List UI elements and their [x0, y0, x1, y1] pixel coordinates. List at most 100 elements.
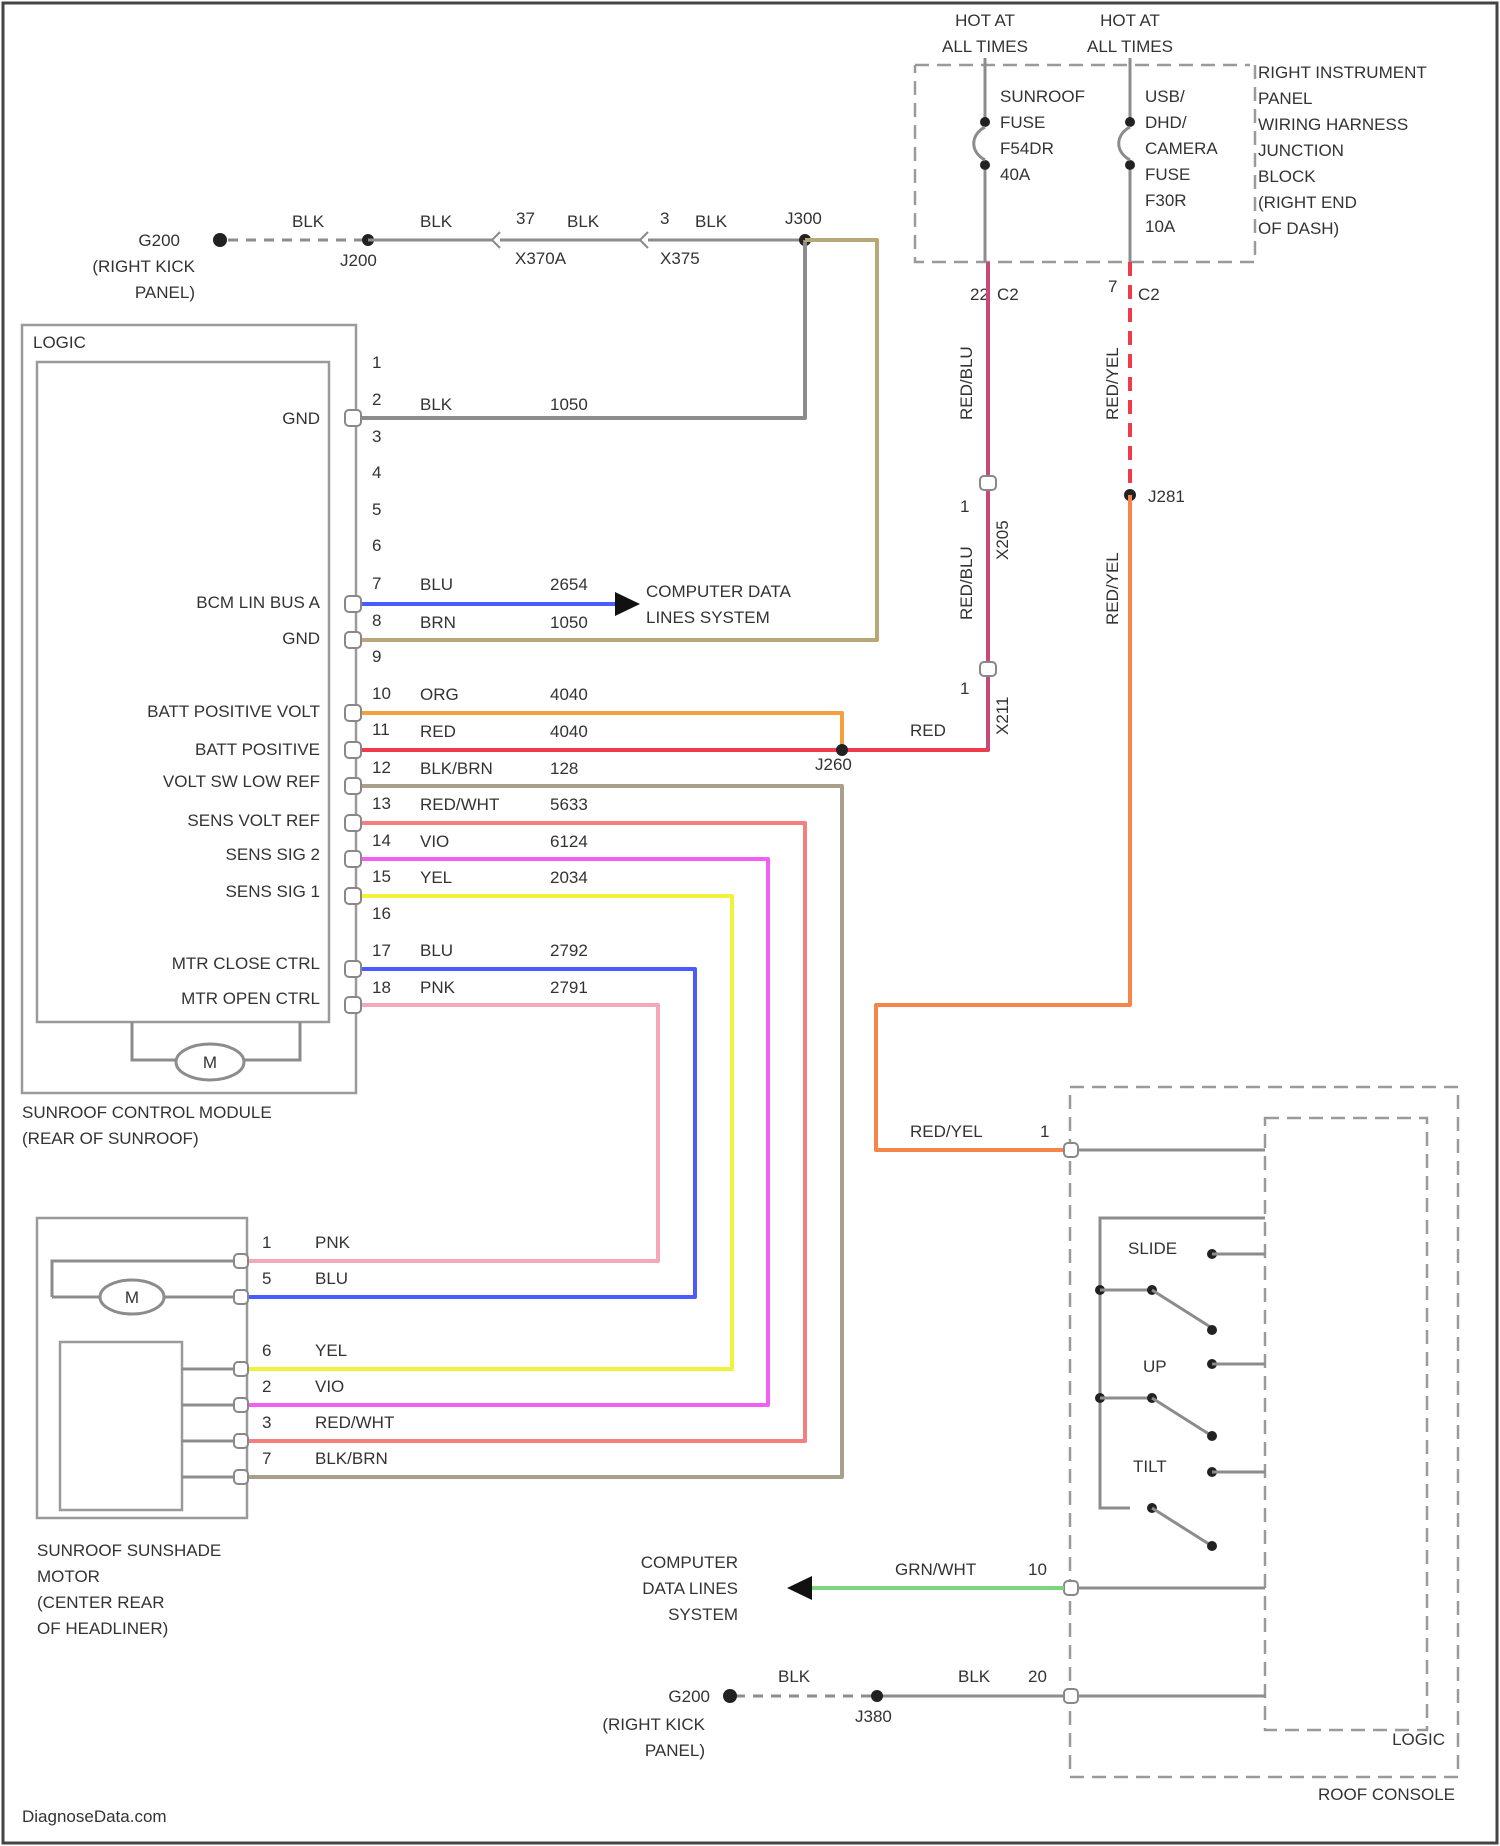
connector-x375-label: X375: [660, 249, 700, 268]
signal-mtr-open: MTR OPEN CTRL: [181, 989, 320, 1008]
splice-j281-label: J281: [1148, 487, 1185, 506]
pin-number: 10: [372, 684, 391, 703]
pin-number: 5: [372, 500, 381, 519]
signal-low-ref: VOLT SW LOW REF: [163, 772, 320, 791]
wire-pin18-pnk: [240, 1005, 658, 1261]
wire-color-blk: BLK: [292, 212, 325, 231]
pin-connector: [345, 815, 361, 831]
wire-pin14-vio: [240, 859, 768, 1405]
connector-x205: [980, 476, 996, 490]
fuse-block-outline: [915, 65, 1255, 262]
pin-number: 15: [372, 867, 391, 886]
wire-color-blk-4: BLK: [695, 212, 728, 231]
pin-connector: [345, 705, 361, 721]
roof-console-label: ROOF CONSOLE: [1318, 1785, 1455, 1804]
switch-tilt-blade: [1152, 1508, 1212, 1546]
fuse-1-top: [980, 117, 990, 127]
junction-block-label-6: (RIGHT END: [1258, 193, 1357, 212]
module-logic-box: [37, 362, 329, 1022]
wire-label-color: BLU: [420, 575, 453, 594]
sunshade-motor-symbol: M: [125, 1288, 139, 1307]
pin-number: 6: [372, 536, 381, 555]
sunroof-control-module: LOGIC M SUNROOF CONTROL MODULE (REAR OF …: [22, 325, 391, 1148]
pin-connector: [234, 1254, 248, 1268]
splice-j380: [871, 1690, 883, 1702]
pin-number: 2: [262, 1377, 271, 1396]
fuse-pin-connector: C2: [997, 285, 1019, 304]
arrow-cdl-icon: [615, 592, 640, 616]
wire-pin2-blk: [362, 240, 805, 418]
wire-label-color: RED/WHT: [315, 1413, 394, 1432]
pin-connector: [1064, 1143, 1078, 1157]
wire-label-redblu: RED/BLU: [957, 346, 976, 420]
wire-label-circuit: 128: [550, 759, 578, 778]
pin-number: 1: [262, 1233, 271, 1252]
fuse-block: HOT AT ALL TIMES HOT AT ALL TIMES SUNROO…: [915, 11, 1427, 304]
cdl-label-3: COMPUTER: [641, 1553, 738, 1572]
wire-label-color: BLK/BRN: [315, 1449, 388, 1468]
pin-number: 6: [262, 1341, 271, 1360]
splice-j260-label: J260: [815, 755, 852, 774]
hot-at-all-times-2: HOT AT: [1100, 11, 1160, 30]
signal-sens-ref: SENS VOLT REF: [187, 811, 320, 830]
wire-color-blk-2: BLK: [420, 212, 453, 231]
wire-label-color: BLU: [420, 941, 453, 960]
connector-x211-label: X211: [993, 697, 1012, 735]
fuse-sunroof-label: SUNROOF: [1000, 87, 1085, 106]
pin-connector: [345, 997, 361, 1013]
hot-at-all-times-2b: ALL TIMES: [1087, 37, 1173, 56]
wire-label-color: BRN: [420, 613, 456, 632]
pin-connector: [345, 596, 361, 612]
wire-label-circuit: 2792: [550, 941, 588, 960]
pin-10-label: 10: [1028, 1560, 1047, 1579]
pin-connector: [234, 1290, 248, 1304]
module-connectors: [345, 410, 361, 1013]
pin-number: 4: [372, 463, 381, 482]
pin-37-label: 37: [516, 209, 535, 228]
fuse-usb-label-3: CAMERA: [1145, 139, 1218, 158]
pin-1-label: 1: [960, 497, 969, 516]
wire-label-color: RED: [420, 722, 456, 741]
ground-kick-label-2: PANEL): [135, 283, 195, 302]
pin-number: 1: [372, 353, 381, 372]
wire-label-circuit: 1050: [550, 395, 588, 414]
connector-x370a-label: X370A: [515, 249, 567, 268]
fuse-usb-label-6: 10A: [1145, 217, 1176, 236]
pin-number: 17: [372, 941, 391, 960]
pin-1-label-3: 1: [1040, 1122, 1049, 1141]
pin-connector: [234, 1398, 248, 1412]
pin-connector: [345, 851, 361, 867]
junction-block-label-2: PANEL: [1258, 89, 1313, 108]
ground-kick-label-4: PANEL): [645, 1741, 705, 1760]
ground-top: G200 (RIGHT KICK PANEL) BLK BLK BLK BLK …: [92, 209, 822, 302]
fuse-sunroof-label-2: FUSE: [1000, 113, 1045, 132]
wire-label-circuit: 6124: [550, 832, 588, 851]
sunshade-label-3: (CENTER REAR: [37, 1593, 165, 1612]
fuse-pin-connector-2: C2: [1138, 285, 1160, 304]
fuse-usb-label-5: F30R: [1145, 191, 1187, 210]
junction-block-label-7: OF DASH): [1258, 219, 1339, 238]
wire-label-circuit: 2034: [550, 868, 588, 887]
fuse-sunroof-label-3: F54DR: [1000, 139, 1054, 158]
module-pin-numbers: 1 2 3 4 5 6 7 8 9 10 11 12 13 14 15 16 1…: [372, 353, 391, 997]
pin-number: 18: [372, 978, 391, 997]
fuse-1-icon: [974, 127, 985, 160]
wire-label-color: PNK: [420, 978, 456, 997]
wire-label-blk-2: BLK: [958, 1667, 991, 1686]
fuse-usb-label-4: FUSE: [1145, 165, 1190, 184]
wire-label-color: YEL: [420, 868, 452, 887]
ground-g200-label-2: G200: [668, 1687, 710, 1706]
wire-label-color: ORG: [420, 685, 459, 704]
module-signal-labels: GND BCM LIN BUS A GND BATT POSITIVE VOLT…: [147, 409, 321, 1008]
ground-kick-label-3: (RIGHT KICK: [602, 1715, 705, 1734]
splice-j200-label: J200: [340, 251, 377, 270]
pin-number: 7: [262, 1449, 271, 1468]
switch-slide-label: SLIDE: [1128, 1239, 1177, 1258]
wire-label-color: VIO: [420, 832, 449, 851]
pin-connector: [345, 778, 361, 794]
splice-j300-label: J300: [785, 209, 822, 228]
pin-number: 9: [372, 647, 381, 666]
pin-3-label: 3: [660, 209, 669, 228]
pin-number: 11: [372, 720, 390, 739]
